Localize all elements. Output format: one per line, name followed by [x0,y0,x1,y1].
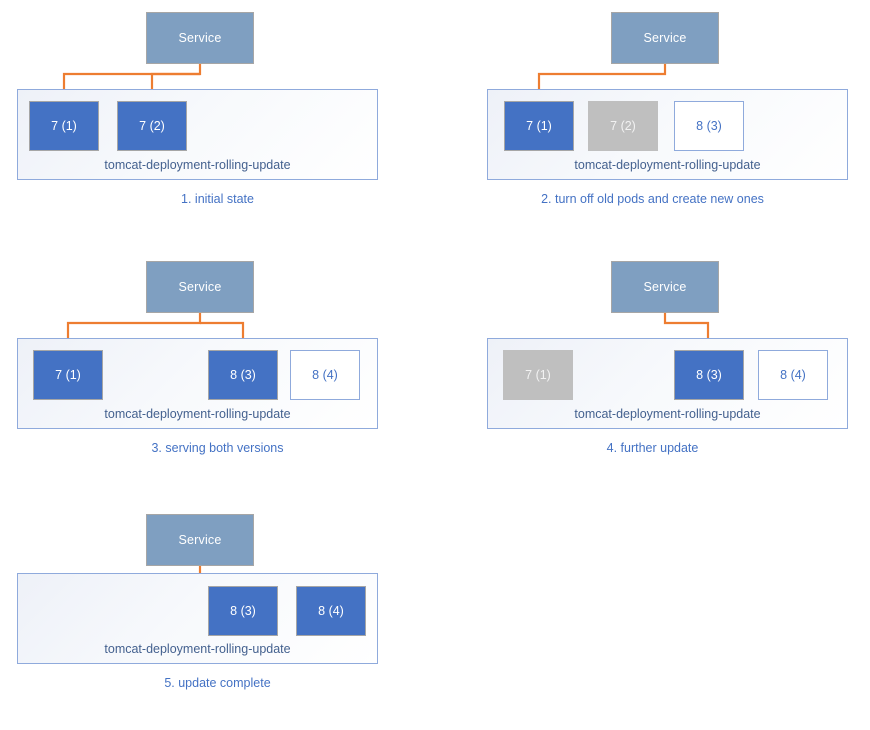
service-node[interactable]: Service [146,261,254,313]
panel-caption: 3. serving both versions [151,441,284,455]
deployment-name-label: tomcat-deployment-rolling-update [104,642,291,656]
pod-7-1[interactable]: 7 (1) [29,101,99,151]
pod-7-2[interactable]: 7 (2) [588,101,658,151]
service-node[interactable]: Service [611,261,719,313]
pod-7-1[interactable]: 7 (1) [504,101,574,151]
panel-initial-state: Service tomcat-deployment-rolling-update… [0,0,435,240]
service-node[interactable]: Service [611,12,719,64]
service-node[interactable]: Service [146,12,254,64]
deployment-name-label: tomcat-deployment-rolling-update [104,158,291,172]
panel-caption: 2. turn off old pods and create new ones [541,192,764,206]
pod-8-3[interactable]: 8 (3) [208,586,278,636]
panel-caption: 5. update complete [164,676,271,690]
pod-7-2[interactable]: 7 (2) [117,101,187,151]
pod-8-3[interactable]: 8 (3) [674,101,744,151]
service-node[interactable]: Service [146,514,254,566]
panel-further-update: Service tomcat-deployment-rolling-update… [435,245,870,485]
panel-serving-both-versions: Service tomcat-deployment-rolling-update… [0,245,435,485]
pod-8-4[interactable]: 8 (4) [290,350,360,400]
panel-turn-off-old-pods: Service tomcat-deployment-rolling-update… [435,0,870,240]
pod-7-1[interactable]: 7 (1) [33,350,103,400]
deployment-name-label: tomcat-deployment-rolling-update [574,158,761,172]
panel-caption: 4. further update [606,441,699,455]
pod-8-4[interactable]: 8 (4) [758,350,828,400]
panel-update-complete: Service tomcat-deployment-rolling-update… [0,490,435,730]
deployment-name-label: tomcat-deployment-rolling-update [104,407,291,421]
panel-caption: 1. initial state [181,192,254,206]
pod-8-3[interactable]: 8 (3) [208,350,278,400]
pod-8-4[interactable]: 8 (4) [296,586,366,636]
pod-8-3[interactable]: 8 (3) [674,350,744,400]
deployment-name-label: tomcat-deployment-rolling-update [574,407,761,421]
pod-7-1[interactable]: 7 (1) [503,350,573,400]
